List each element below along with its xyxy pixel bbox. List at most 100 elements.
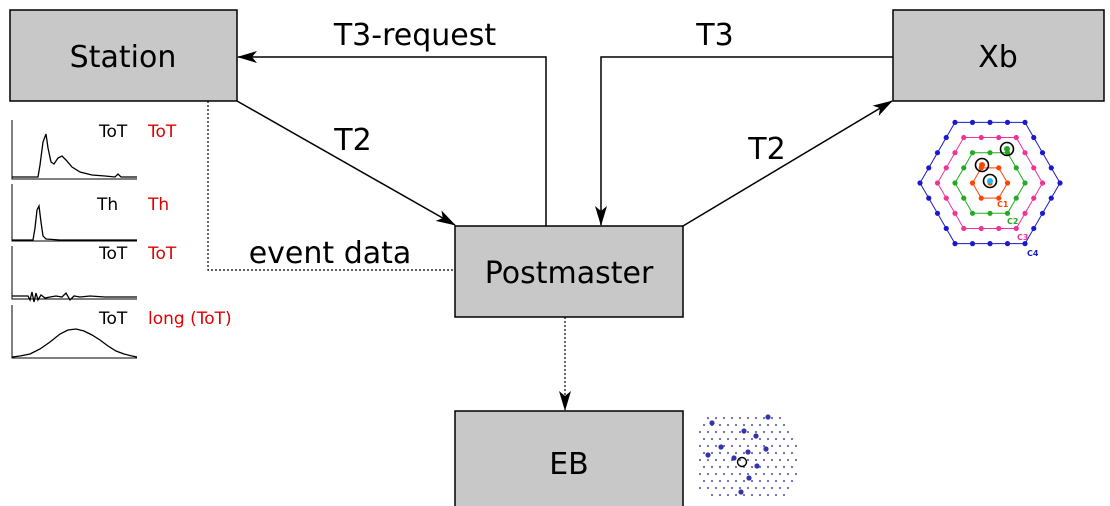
hex-node [969, 119, 976, 125]
eb-station-dot [726, 437, 730, 441]
eb-station-dot [762, 416, 766, 420]
eb-hit-station [718, 444, 724, 450]
eb-station-dot [706, 444, 710, 448]
postmaster-node: Postmaster [454, 225, 684, 318]
eb-station-dot [738, 458, 742, 462]
station-node: Station [9, 9, 238, 102]
eb-station-dot [738, 472, 742, 476]
hex-node [978, 225, 984, 232]
eb-station-dot [730, 416, 734, 420]
eb-station-dot [730, 444, 734, 448]
trace-label-red-3: ToT [147, 244, 177, 264]
hex-node [961, 134, 967, 141]
eb-core-marker [736, 456, 748, 468]
eb-station-dot [698, 458, 702, 462]
eb-station-dot [750, 437, 754, 441]
eb-station-dot [730, 472, 734, 476]
eb-label: EB [549, 447, 589, 482]
eb-hit-station [705, 452, 711, 458]
ring-label-c2: C2 [1007, 217, 1018, 226]
hex-node [926, 165, 932, 171]
eb-station-dot [758, 479, 762, 483]
hex-node [952, 119, 958, 125]
eb-station-dot [722, 458, 726, 462]
eb-station-dot [742, 423, 746, 427]
triggered-tank [979, 162, 985, 168]
postmaster-label: Postmaster [485, 256, 654, 291]
eb-station-dot [710, 451, 714, 455]
eb-station-dot [774, 451, 778, 455]
hexagon-array-figure [917, 119, 1063, 247]
eb-station-dot [742, 479, 746, 483]
eb-station-dot [730, 430, 734, 434]
eb-station-dot [766, 451, 770, 455]
eb-station-dot [718, 437, 722, 441]
t2-xb-arrow [682, 100, 893, 227]
eb-station-dot [774, 423, 778, 427]
eb-station-dot [782, 423, 786, 427]
hex-node [934, 150, 941, 156]
eb-station-dot [782, 437, 786, 441]
eb-hit-station [753, 433, 759, 439]
eb-station-dot [762, 430, 766, 434]
hex-node [1039, 180, 1046, 186]
hex-node [987, 210, 993, 216]
eb-station-dot [722, 430, 726, 434]
eb-station-dot [706, 416, 710, 420]
eb-hit-station [745, 449, 751, 455]
hex-node [978, 134, 984, 141]
trace-label-red-2: Th [147, 195, 169, 215]
hex-node [1031, 225, 1037, 232]
trace-panel-2: Th Th [11, 184, 169, 242]
triggered-tank [1004, 146, 1010, 152]
eb-station-dot [742, 493, 746, 497]
eb-station-dot [742, 437, 746, 441]
eb-station-dot [738, 444, 742, 448]
hex-node [952, 180, 958, 186]
eb-station-dot [718, 479, 722, 483]
eb-station-dot [722, 486, 726, 490]
hex-node [969, 180, 976, 186]
eb-station-dot [750, 479, 754, 483]
eb-station-dot [794, 444, 798, 448]
eb-station-dot [746, 416, 750, 420]
hex-node [996, 225, 1002, 232]
eb-station-dot [734, 451, 738, 455]
eb-station-dot [774, 437, 778, 441]
eb-hit-station [763, 446, 769, 452]
eb-station-dot [734, 437, 738, 441]
eb-station-dot [766, 437, 770, 441]
eb-station-dot [774, 479, 778, 483]
hex-node [969, 210, 976, 216]
eb-station-dot [718, 451, 722, 455]
eb-station-dot [702, 451, 706, 455]
trace-panel-1: ToT ToT [11, 120, 177, 180]
eb-station-dot [706, 430, 710, 434]
eb-station-dot [794, 458, 798, 462]
eb-station-dot [746, 430, 750, 434]
eb-station-dot [698, 472, 702, 476]
eb-station-dot [762, 458, 766, 462]
hex-node [943, 134, 949, 141]
eb-station-dot [786, 444, 790, 448]
hex-node [1039, 150, 1046, 156]
eb-station-dot [738, 416, 742, 420]
hex-node [996, 165, 1002, 171]
eb-hit-station [746, 475, 752, 481]
hex-node [1031, 165, 1037, 171]
eb-station-dot [790, 451, 794, 455]
hex-node [1004, 180, 1011, 186]
eb-hit-station [731, 455, 737, 461]
eb-station-dot [786, 430, 790, 434]
eb-hit-station [741, 428, 747, 434]
t3-request-arrow [237, 51, 547, 226]
eb-station-dot [698, 486, 702, 490]
eb-station-dot [790, 479, 794, 483]
hex-node [969, 150, 976, 156]
eb-station-dot [722, 472, 726, 476]
eb-station-dot [734, 465, 738, 469]
eb-station-dot [766, 479, 770, 483]
eb-station-dot [778, 430, 782, 434]
eb-station-dot [778, 416, 782, 420]
trace-panel-4: ToT long (ToT) [11, 305, 232, 359]
